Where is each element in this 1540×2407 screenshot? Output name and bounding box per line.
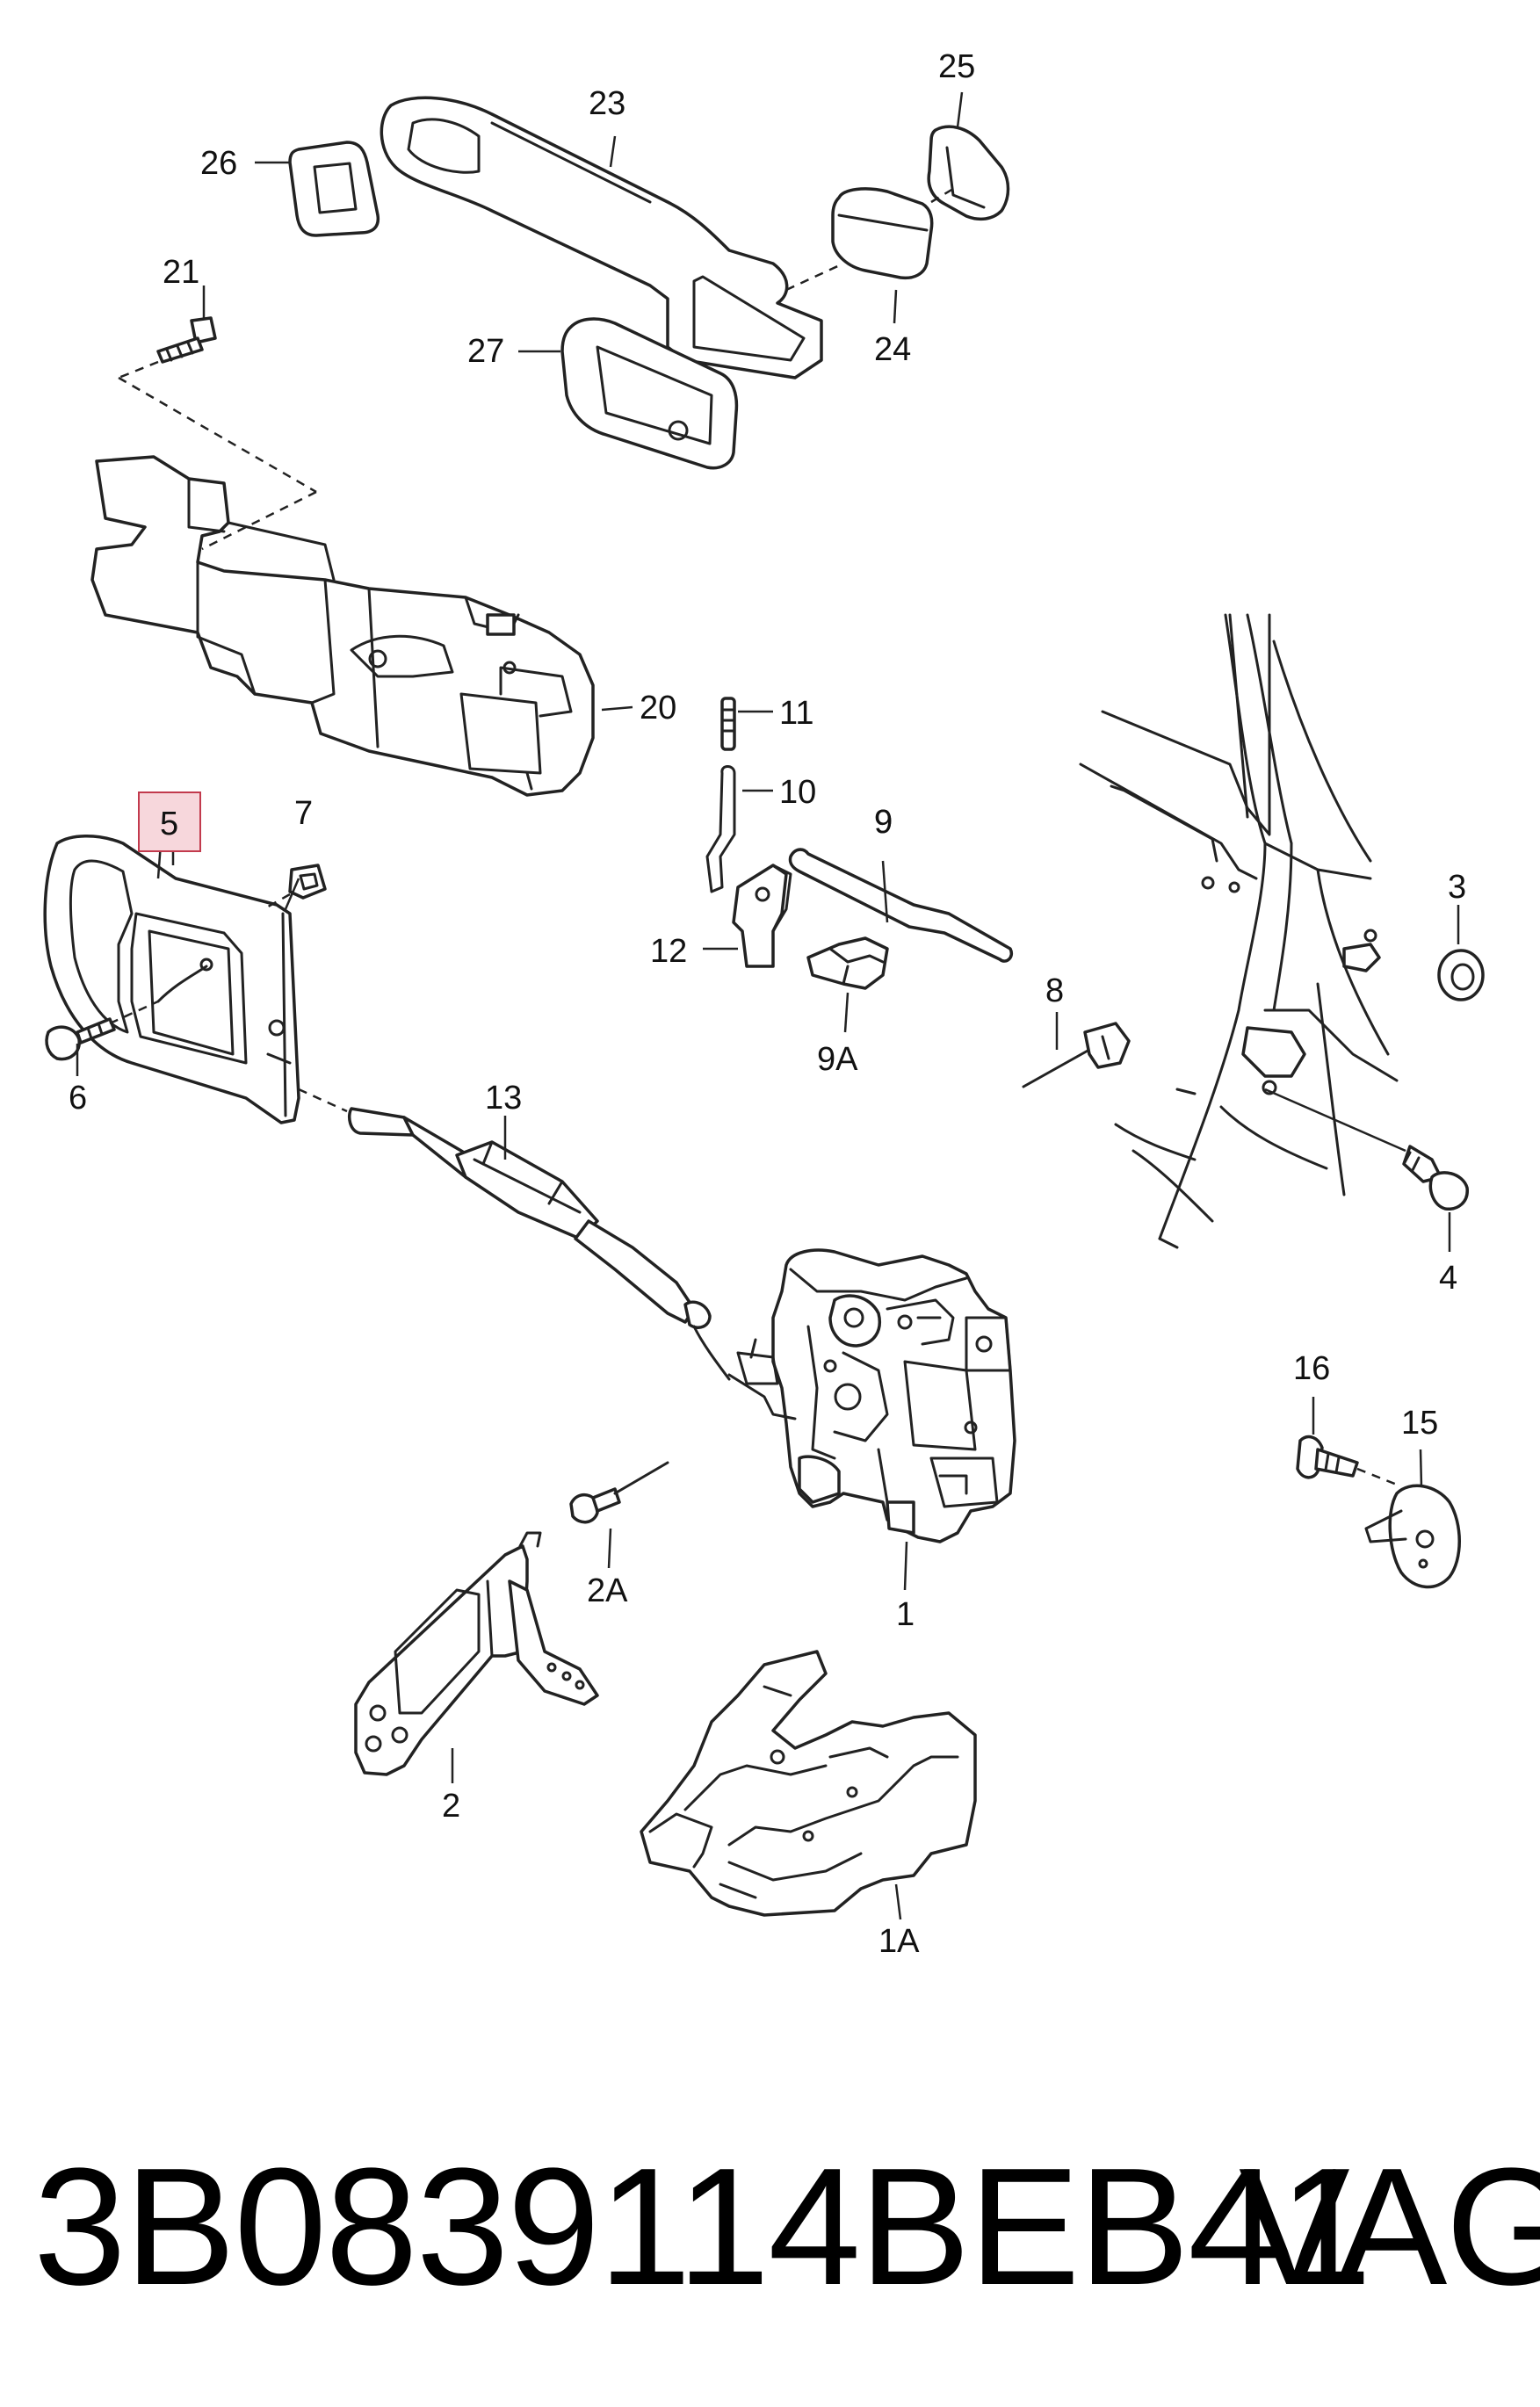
part-2-bracket [354, 1531, 599, 1776]
callout-label-9: 9 [874, 804, 893, 841]
callout-label-11: 11 [779, 695, 813, 732]
part-7-clip-nut [288, 864, 327, 900]
callout-label-20: 20 [640, 690, 676, 726]
door-frame-body [1079, 613, 1399, 1249]
callout-label-9: 9 [874, 804, 893, 841]
part-4-bolt [1402, 1145, 1469, 1211]
callout-label-12: 12 [650, 933, 687, 970]
callout-label-24: 24 [874, 331, 911, 368]
brand-name: VAG [1239, 2134, 1540, 2320]
part-8-switch [1022, 1022, 1131, 1088]
part-9A-clip [806, 936, 889, 990]
part-6-screw [45, 1017, 116, 1061]
part-16-screw [1296, 1435, 1398, 1486]
part-26-gasket [288, 141, 380, 237]
callout-label-16: 16 [1293, 1350, 1330, 1387]
callout-label-2: 2 [442, 1788, 460, 1825]
part-1A-cover [640, 1650, 977, 1917]
part-1-lock-mechanism [727, 1248, 1016, 1543]
part-20-handle-carrier [90, 455, 595, 797]
callout-label-7: 7 [294, 795, 313, 832]
part-21-screw [156, 316, 217, 364]
part-25-end-cap [927, 125, 1010, 221]
part-2A-rivet [569, 1461, 669, 1524]
callout-label-8: 8 [1045, 972, 1064, 1009]
callout-label-9A: 9A [817, 1041, 858, 1078]
part-13-cable [348, 1107, 731, 1381]
callout-label-4: 4 [1439, 1260, 1457, 1297]
callout-label-23: 23 [589, 85, 625, 122]
part-number: 3B0839114BEB41 [33, 2134, 1372, 2320]
callout-labels: 23 26 25 24 27 21 20 11 10 9 12 9 8 9A 8… [69, 48, 1466, 1960]
part-23-outer-handle [380, 96, 823, 379]
callout-label-3: 3 [1448, 869, 1466, 906]
callout-label-27: 27 [467, 333, 504, 370]
callout-label-6: 6 [69, 1080, 87, 1117]
part-27-gasket [560, 317, 739, 470]
callout-label-26: 26 [200, 145, 237, 182]
callout-label-2A: 2A [587, 1572, 628, 1609]
alignment-line [118, 376, 317, 494]
callout-label-5: 5 [160, 806, 178, 842]
highlight-box-part-5 [138, 791, 201, 852]
leader-lines [76, 91, 1460, 1920]
alignment-line [785, 262, 844, 292]
callout-label-15: 15 [1401, 1405, 1438, 1442]
part-24-end-cap [831, 187, 934, 280]
part-9-rod [788, 848, 1013, 963]
callout-label-1A: 1A [878, 1923, 920, 1960]
part-12-lever-bracket [732, 864, 792, 968]
callout-label-13: 13 [485, 1080, 522, 1117]
alignment-line [263, 893, 291, 911]
part-11-pin [720, 697, 736, 751]
callout-label-1: 1 [896, 1596, 915, 1633]
part-5-inner-handle [43, 835, 300, 1124]
alignment-line [201, 490, 317, 551]
callout-label-10: 10 [779, 774, 816, 811]
callout-label-25: 25 [938, 48, 975, 85]
part-10-rod [705, 765, 736, 893]
part-15-striker [1364, 1484, 1461, 1589]
alignment-line [930, 187, 954, 204]
part-3-grommet [1437, 949, 1485, 1001]
callout-label-21: 21 [163, 254, 199, 291]
alignment-line [118, 360, 159, 379]
